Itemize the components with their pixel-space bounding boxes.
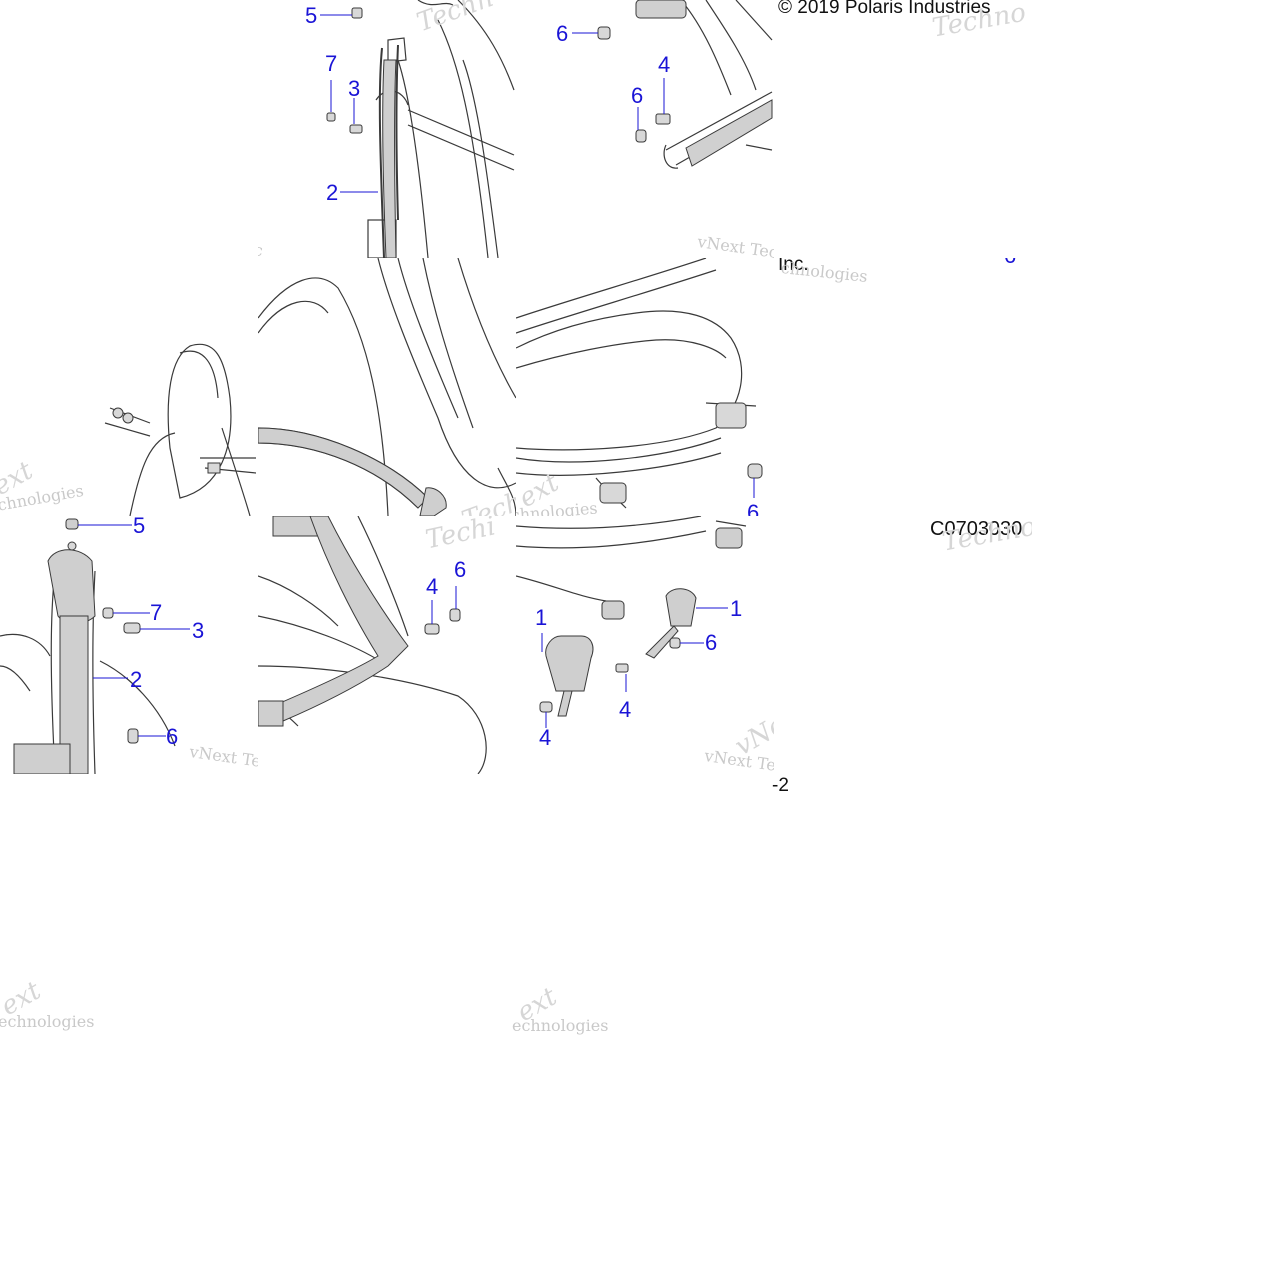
diagram-tile-4: © 2019 Polaris Industries Techno [774,0,1032,258]
callout-6: 6 [747,500,760,517]
callout-5: 5 [133,516,146,538]
diagram-tile-6: Technologies [258,258,516,516]
watermark-fragment: echnologies [0,1012,95,1031]
diagram-tile-3: 6 4 6 vNext Tec [516,0,774,258]
callout-6: 6 [705,630,718,655]
callout-1: 1 [535,605,548,630]
sheet-suffix: -2 [772,775,789,796]
watermark-text: chnologies [780,258,869,286]
seatbelt-buckle-drawing [516,516,747,728]
diagram-tile-8: Inc. 6 chnologies [774,258,1032,516]
diagram-tile-11: 1 1 6 4 4 vNext Tec vNe [516,516,774,774]
callout-7: 7 [325,51,338,76]
callout-7: 7 [150,600,163,625]
seat-cushion-drawing [516,258,763,509]
callout-4: 4 [426,574,439,599]
seat-back-left-drawing [104,343,257,516]
seat-lap-belt-drawing [258,516,487,774]
callout-6: 6 [1004,258,1016,267]
seat-back-center-drawing [258,258,516,516]
diagram-code: C0703030 [930,518,1023,540]
callout-2: 2 [130,667,143,692]
diagram-tile-1 [0,0,258,258]
callout-1: 1 [730,596,743,621]
retractor-mount-drawing [572,0,773,169]
callout-6: 6 [556,21,569,46]
copyright-tail: Inc. [778,258,809,275]
callout-4: 4 [539,725,552,750]
callout-6: 6 [631,83,644,108]
callout-3: 3 [348,76,361,101]
callout-5: 5 [305,3,318,28]
diagram-tile-7: 6 ext chnologies [516,258,774,516]
callout-3: 3 [192,618,205,643]
copyright-text: © 2019 Polaris Industries [778,0,991,18]
diagram-tile-10: 4 6 Techi [258,516,516,774]
diagram-tile-9: 5 7 3 2 6 vNext Tec [0,516,258,774]
diagram-tile-2: 5 7 3 2 vNext Tec Techn [258,0,516,258]
callout-4: 4 [619,697,632,722]
callout-6: 6 [166,724,179,749]
seatbelt-retractor-drawing [320,0,515,258]
callout-4: 4 [658,52,671,77]
diagram-tile-5: ext chnologies [0,258,258,516]
diagram-tile-12: C0703030 Techno [774,516,1032,774]
callout-6: 6 [454,557,467,582]
watermark-fragment: echnologies [512,1016,609,1035]
callout-2: 2 [326,180,339,205]
seatbelt-webbing-drawing [0,518,190,774]
